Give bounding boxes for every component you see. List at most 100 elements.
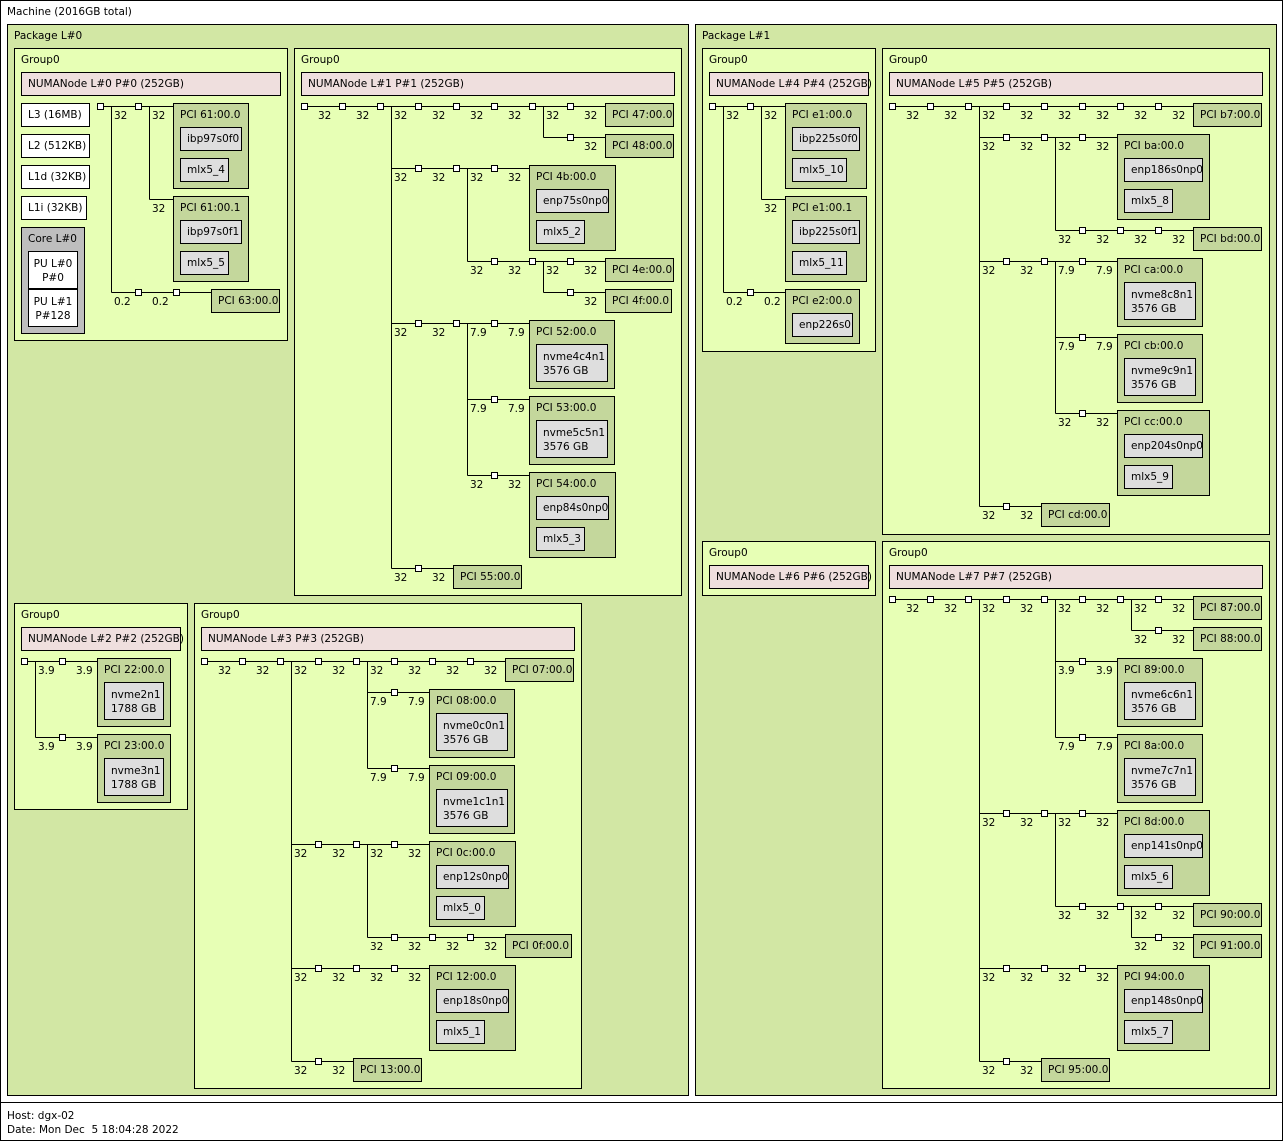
bridge-square (315, 658, 322, 665)
group-label: Group0 (889, 547, 928, 559)
bandwidth-label: 7.9 (470, 403, 487, 415)
bridge-square (391, 765, 398, 772)
os-ibp225s0f1: ibp225s0f1 (792, 220, 860, 244)
bridge-square (889, 596, 896, 603)
bridge-square (453, 165, 460, 172)
bandwidth-label: 32 (1134, 110, 1148, 122)
bandwidth-label: 32 (1058, 910, 1072, 922)
bridge-square (1041, 134, 1048, 141)
bandwidth-label: 32 (394, 572, 408, 584)
numa-node-4: NUMANode L#4 P#4 (252GB) (709, 72, 872, 96)
os-ibp97s0f0: ibp97s0f0 (180, 127, 242, 151)
bandwidth-label: 3.9 (38, 665, 55, 677)
group-label: Group0 (21, 609, 60, 621)
pci-4e-00-0: PCI 4e:00.0 (605, 258, 674, 282)
os-mlx5-1: mlx5_1 (436, 1020, 485, 1044)
numa-node-7: NUMANode L#7 P#7 (252GB) (889, 565, 1263, 589)
bandwidth-label: 32 (484, 665, 498, 677)
pci-cd-00-0: PCI cd:00.0 (1041, 503, 1110, 527)
bridge-square (353, 841, 360, 848)
bridge-square (529, 103, 536, 110)
bandwidth-label: 0.2 (114, 296, 131, 308)
numa-node-3: NUMANode L#3 P#3 (252GB) (201, 627, 575, 651)
bandwidth-label: 32 (1096, 972, 1110, 984)
bandwidth-label: 32 (256, 665, 270, 677)
bandwidth-label: 32 (508, 172, 522, 184)
bandwidth-label: 32 (1096, 234, 1110, 246)
bandwidth-label: 32 (114, 110, 128, 122)
bandwidth-label: 32 (1020, 603, 1034, 615)
bridge-square (1079, 103, 1086, 110)
bandwidth-label: 32 (332, 665, 346, 677)
bridge-square (135, 289, 142, 296)
bridge-square (1155, 627, 1162, 634)
bridge-square (1117, 103, 1124, 110)
bandwidth-label: 32 (982, 972, 996, 984)
bandwidth-label: 32 (982, 510, 996, 522)
os-mlx5-9: mlx5_9 (1124, 465, 1173, 489)
bandwidth-label: 7.9 (370, 772, 387, 784)
bridge-square (927, 596, 934, 603)
bandwidth-label: 7.9 (1096, 265, 1113, 277)
bandwidth-label: 32 (764, 203, 778, 215)
bridge-square (491, 320, 498, 327)
bridge-square (277, 658, 284, 665)
bandwidth-label: 32 (982, 110, 996, 122)
bridge-square (1079, 903, 1086, 910)
bandwidth-label: 32 (1096, 603, 1110, 615)
bandwidth-label: 32 (982, 817, 996, 829)
bandwidth-label: 32 (1020, 510, 1034, 522)
bridge-square (391, 934, 398, 941)
bridge-square (239, 658, 246, 665)
os-mlx5-4: mlx5_4 (180, 158, 229, 182)
pci-b7-00-0: PCI b7:00.0 (1193, 103, 1262, 127)
os-enp84s0np0: enp84s0np0 (536, 496, 609, 520)
bridge-square (415, 565, 422, 572)
bandwidth-label: 32 (356, 110, 370, 122)
os-enp226s0: enp226s0 (792, 313, 853, 337)
bandwidth-label: 32 (470, 265, 484, 277)
bandwidth-label: 32 (1020, 265, 1034, 277)
bandwidth-label: 32 (408, 941, 422, 953)
bridge-square (1041, 103, 1048, 110)
bridge-square (567, 289, 574, 296)
bridge-square (1079, 965, 1086, 972)
cache-l1d: L1d (32KB) (21, 165, 90, 189)
bandwidth-label: 32 (982, 1065, 996, 1077)
bandwidth-label: 32 (1172, 603, 1186, 615)
bridge-square (567, 258, 574, 265)
bandwidth-label: 32 (432, 172, 446, 184)
bandwidth-label: 32 (432, 572, 446, 584)
bandwidth-label: 32 (944, 110, 958, 122)
bandwidth-label: 32 (294, 972, 308, 984)
bridge-square (429, 934, 436, 941)
bridge-square (1079, 334, 1086, 341)
bandwidth-label: 3.9 (76, 741, 93, 753)
bridge-square (491, 258, 498, 265)
bandwidth-label: 32 (470, 172, 484, 184)
bandwidth-label: 32 (546, 110, 560, 122)
bridge-square (377, 103, 384, 110)
bridge-square (97, 103, 104, 110)
os-enp141s0np0: enp141s0np0 (1124, 834, 1203, 858)
numa-node-1: NUMANode L#1 P#1 (252GB) (301, 72, 675, 96)
bridge-square (59, 658, 66, 665)
os-mlx5-5: mlx5_5 (180, 251, 229, 275)
bridge-square (315, 965, 322, 972)
bridge-square (301, 103, 308, 110)
bridge-square (353, 965, 360, 972)
os-mlx5-7: mlx5_7 (1124, 1020, 1173, 1044)
bandwidth-label: 32 (394, 327, 408, 339)
os-enp18s0np0: enp18s0np0 (436, 989, 509, 1013)
bandwidth-label: 32 (944, 603, 958, 615)
bandwidth-label: 32 (408, 848, 422, 860)
bandwidth-label: 7.9 (1058, 265, 1075, 277)
bridge-square (201, 658, 208, 665)
bridge-square (491, 472, 498, 479)
bridge-square (1041, 596, 1048, 603)
bridge-square (567, 134, 574, 141)
